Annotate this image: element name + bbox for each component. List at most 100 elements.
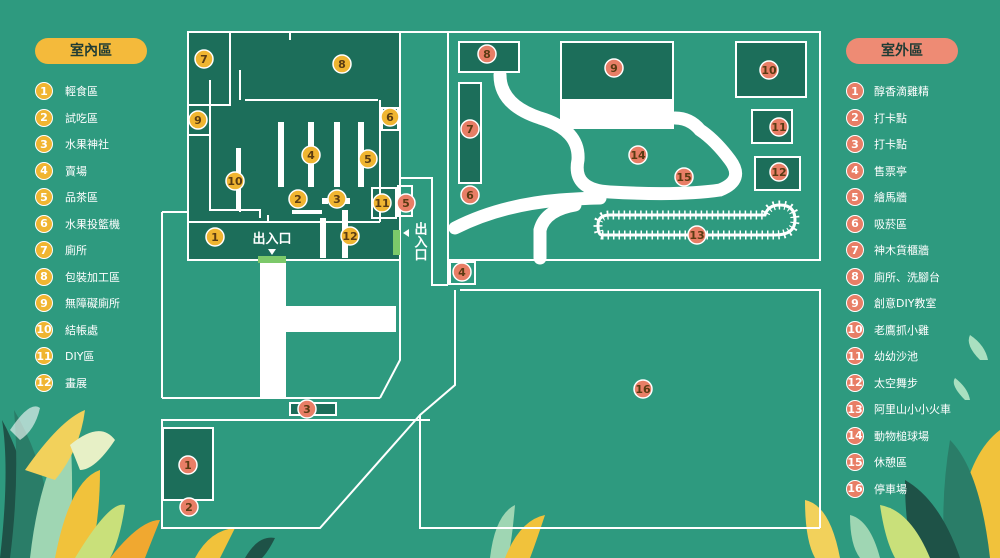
outdoor-marker-circle [674,167,694,187]
outdoor-marker-number: 8 [483,48,491,61]
indoor-marker: 7 [194,49,214,69]
indoor-marker-number: 3 [333,193,341,206]
outdoor-legend-badge: 7 [846,241,864,260]
outdoor-legend-label: 神木貨櫃牆 [874,244,929,258]
outdoor-legend-label: 休憩區 [874,456,907,470]
outdoor-marker-number: 10 [761,64,777,77]
outdoor-marker: 15 [674,167,694,187]
outdoor-legend-label: 繪馬牆 [874,191,907,205]
indoor-marker: 8 [332,54,352,74]
outdoor-marker-circle [178,455,198,475]
indoor-marker: 4 [301,145,321,165]
indoor-marker-circle [188,110,208,130]
indoor-legend-label: 輕食區 [65,85,98,99]
outdoor-legend-item: 3 打卡點 [846,131,976,158]
outdoor-marker: 12 [769,162,789,182]
indoor-marker-number: 2 [294,193,302,206]
entrance-label-side: 出入口 [412,221,428,261]
outdoor-marker-circle [460,185,480,205]
outdoor-marker-number: 1 [184,459,192,472]
indoor-marker-number: 9 [194,114,202,127]
indoor-marker: 1 [205,227,225,247]
outdoor-legend-label: 幼幼沙池 [874,350,918,364]
outdoor-legend-label: 打卡點 [874,138,907,152]
indoor-legend-label: 無障礙廁所 [65,297,120,311]
entrance-arrow-bottom-icon [268,249,276,255]
indoor-legend-badge: 12 [35,373,53,392]
indoor-legend-label: 結帳處 [65,323,98,337]
outdoor-legend-badge: 3 [846,135,864,154]
outdoor-legend-item: 1 醇香滴雞精 [846,78,976,105]
outdoor-legend-item: 7 神木貨櫃牆 [846,237,976,264]
outdoor-marker-number: 15 [676,171,691,184]
entrance-arrow-side-icon [403,229,409,237]
outdoor-marker-number: 5 [402,197,410,210]
outdoor-legend-label: 動物槌球場 [874,429,929,443]
indoor-marker: 9 [188,110,208,130]
outdoor-legend-badge: 2 [846,108,864,127]
outdoor-legend-badge: 4 [846,161,864,180]
outdoor-marker-circle [687,225,707,245]
outdoor-marker-number: 2 [185,501,193,514]
indoor-legend-badge: 4 [35,161,53,180]
outdoor-legend-badge: 10 [846,320,864,339]
indoor-marker-circle [288,189,308,209]
outdoor-legend-badge: 6 [846,214,864,233]
indoor-marker-circle [194,49,214,69]
indoor-legend-badge: 3 [35,135,53,154]
outdoor-legend-badge: 1 [846,82,864,101]
outdoor-marker-number: 9 [610,62,618,75]
outdoor-legend-label: 廁所、洗腳台 [874,270,940,284]
indoor-marker: 6 [380,107,400,127]
indoor-marker-circle [340,226,360,246]
outdoor-marker-number: 11 [771,121,786,134]
indoor-marker-number: 1 [211,231,219,244]
outdoor-marker-circle [633,379,653,399]
outdoor-legend-badge: 5 [846,188,864,207]
outdoor-marker: 2 [179,497,199,517]
indoor-marker: 3 [327,189,347,209]
indoor-legend-label: 畫展 [65,376,87,390]
indoor-legend-badge: 2 [35,108,53,127]
indoor-marker-number: 11 [374,197,389,210]
indoor-legend-label: 品茶區 [65,191,98,205]
outdoor-legend-label: 售票亭 [874,164,907,178]
outdoor-legend-label: 醇香滴雞精 [874,85,929,99]
indoor-marker-number: 5 [364,153,372,166]
indoor-legend-badge: 5 [35,188,53,207]
outdoor-legend-badge: 15 [846,453,864,472]
indoor-marker-circle [380,107,400,127]
indoor-marker-number: 12 [342,230,357,243]
outdoor-marker-circle [460,119,480,139]
outdoor-marker-circle [769,162,789,182]
indoor-marker-number: 8 [338,58,346,71]
indoor-legend-badge: 8 [35,267,53,286]
outdoor-marker-circle [769,117,789,137]
outdoor-legend-label: 停車場 [874,482,907,496]
outdoor-marker: 8 [477,44,497,64]
outdoor-legend-item: 4 售票亭 [846,158,976,185]
indoor-marker-circle [358,149,378,169]
indoor-marker-number: 4 [307,149,315,162]
indoor-marker-circle [225,171,245,191]
outdoor-marker-number: 13 [689,229,704,242]
outdoor-legend-badge: 13 [846,400,864,419]
outdoor-marker: 3 [297,399,317,419]
indoor-marker-number: 10 [227,175,243,188]
